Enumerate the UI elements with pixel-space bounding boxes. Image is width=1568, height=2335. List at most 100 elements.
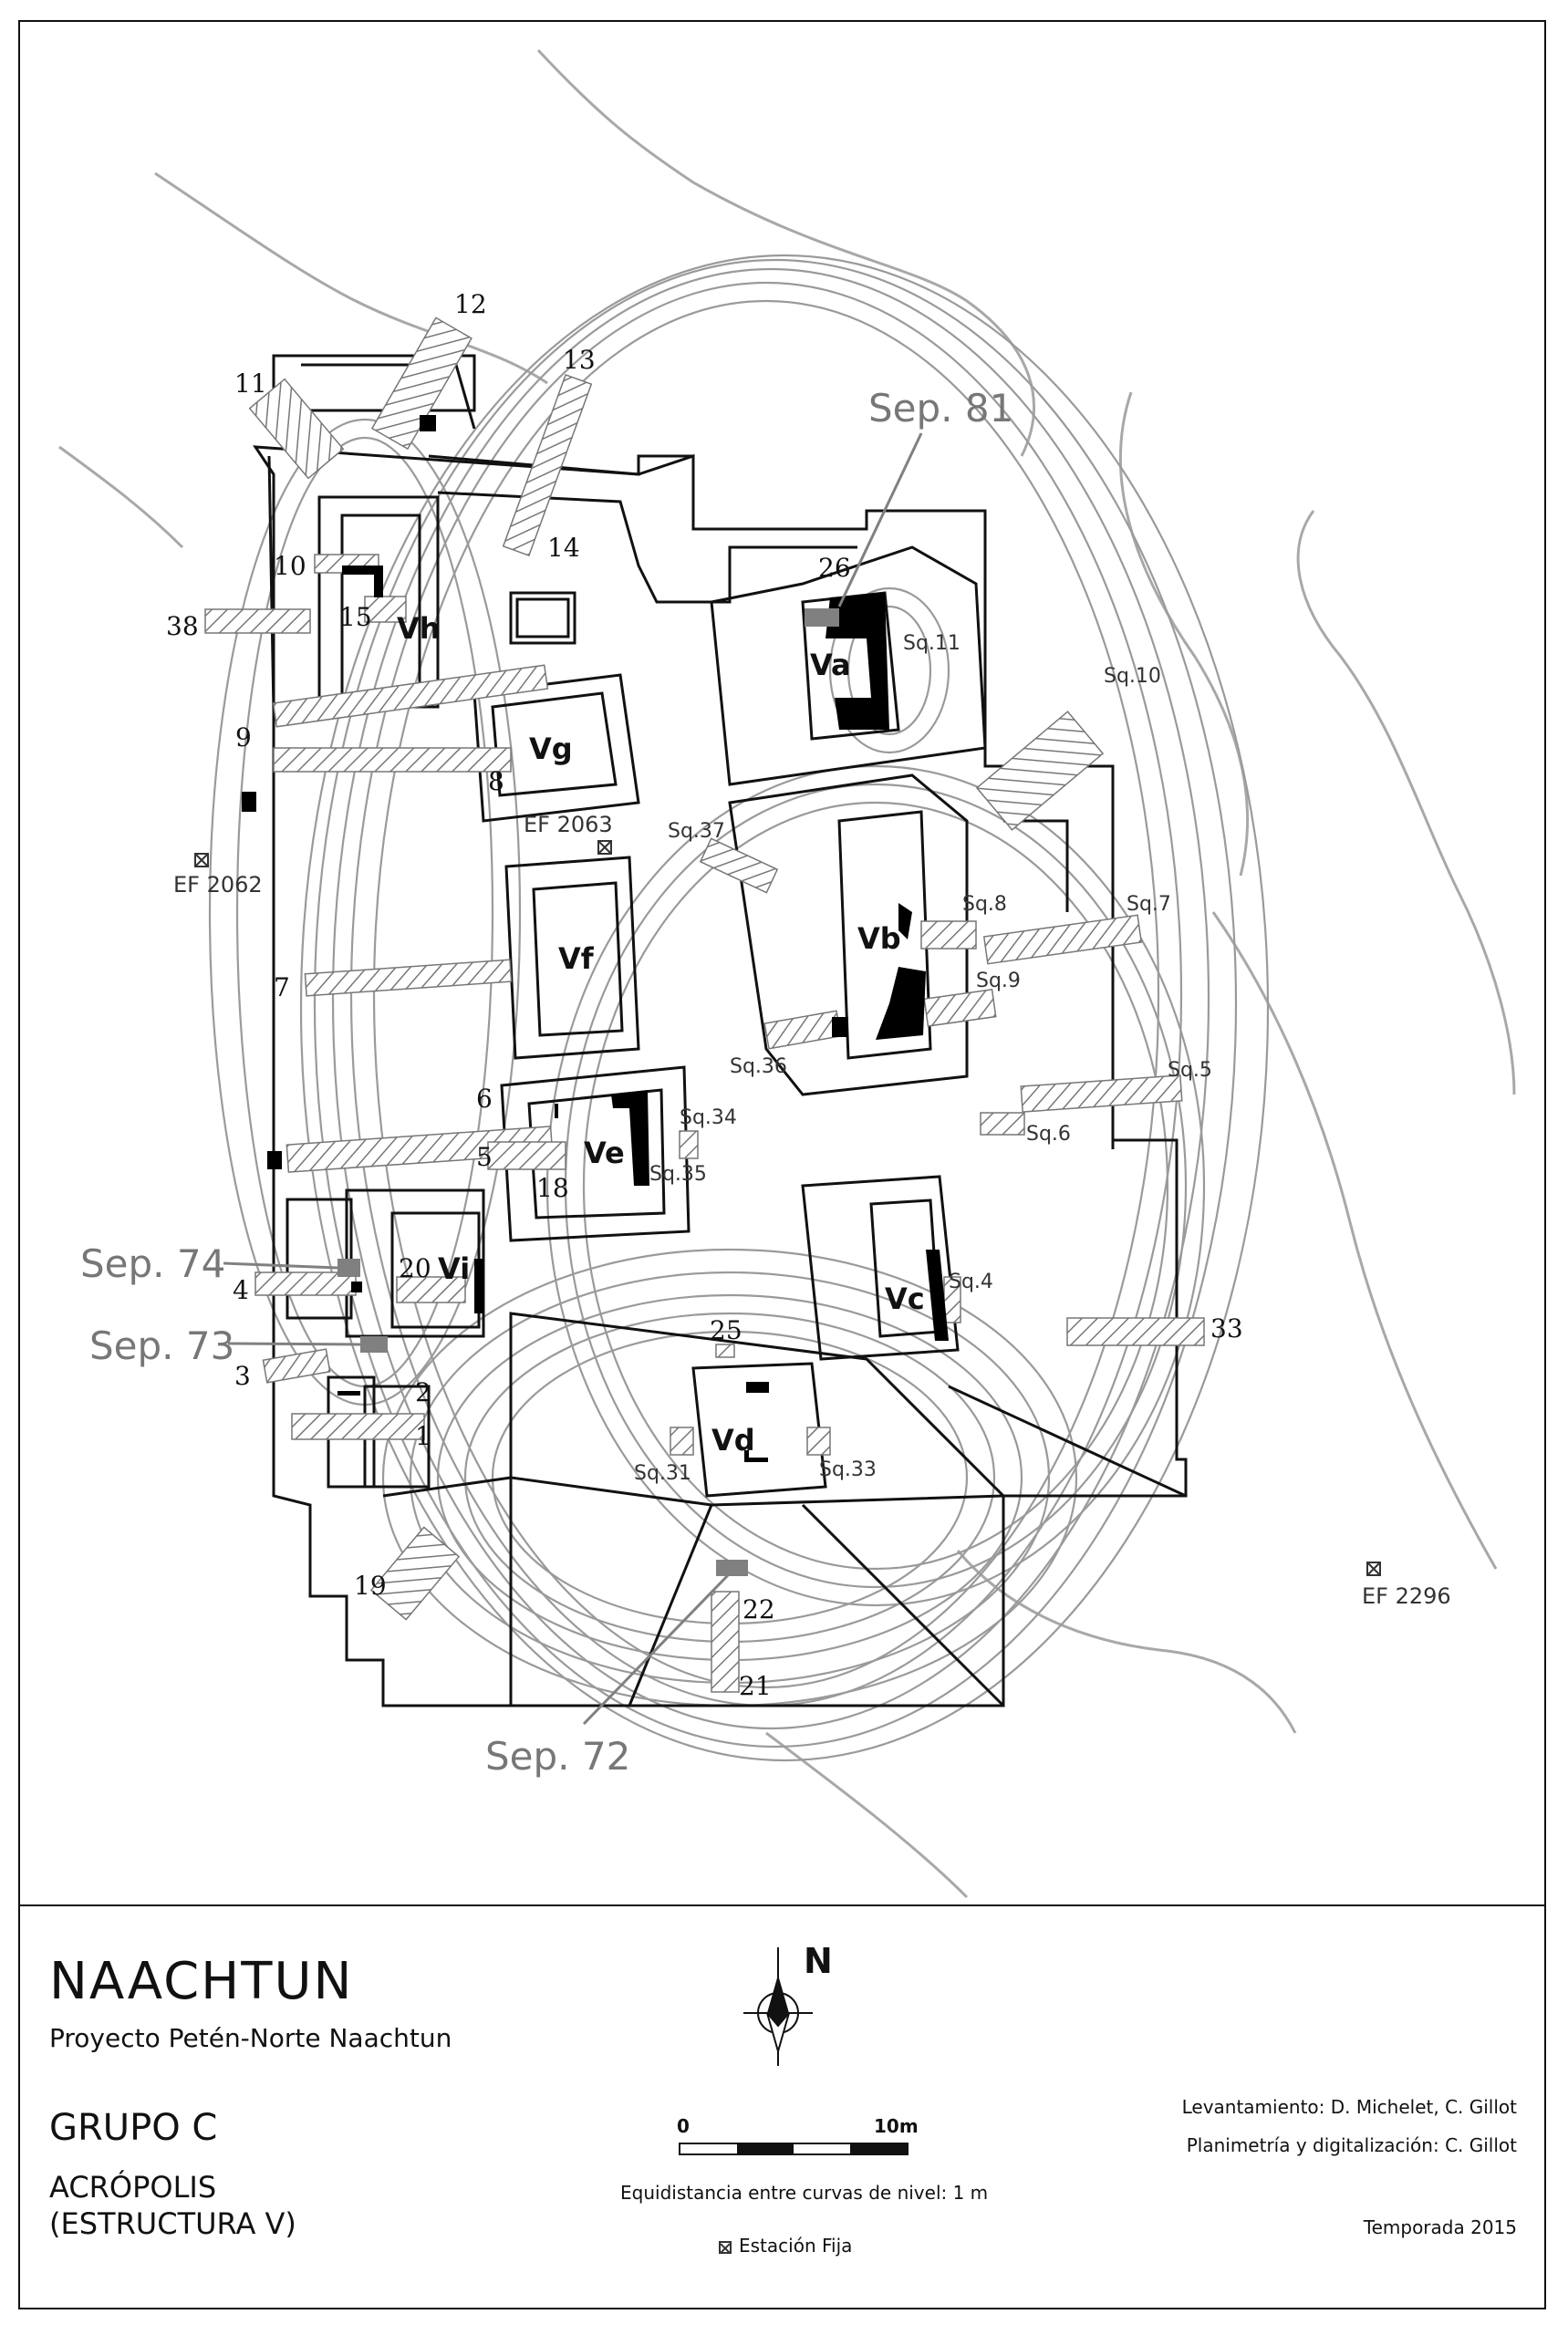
station-legend-label: Estación Fija <box>739 2235 853 2257</box>
station-label-ef2296: EF 2296 <box>1362 1583 1451 1609</box>
trench-6 <box>286 1126 554 1173</box>
group-title: GRUPO C <box>49 2107 218 2149</box>
trench-label-1: 1 <box>415 1421 431 1451</box>
structure-label-va: Va <box>810 648 851 682</box>
trench-9 <box>272 664 549 728</box>
sondeo-label-sq34: Sq.34 <box>680 1106 737 1129</box>
site-plan: Va Vb Vc Vd Ve Vf Vg Vh Vi Sep. 81 Sep. … <box>58 48 1516 1899</box>
trench-sq6 <box>980 1112 1025 1136</box>
trench-label-19: 19 <box>354 1571 387 1601</box>
map-frame <box>18 20 1546 2309</box>
trench-label-11: 11 <box>234 368 267 399</box>
sep-74-marker <box>337 1259 360 1277</box>
trench-label-20: 20 <box>399 1253 431 1283</box>
sondeo-label-sq4: Sq.4 <box>949 1271 993 1293</box>
station-ef2063-marker <box>597 840 612 855</box>
trench-label-6: 6 <box>476 1084 493 1114</box>
plan-credit: Planimetría y digitalización: C. Gillot <box>1186 2134 1517 2156</box>
trench-label-14: 14 <box>547 533 580 563</box>
trench-21 <box>711 1591 740 1693</box>
project-name: Proyecto Petén-Norte Naachtun <box>49 2023 452 2053</box>
structure-label-vi: Vi <box>438 1251 470 1286</box>
structure-label-vc: Vc <box>885 1282 925 1316</box>
scale-end: 10m <box>874 2115 919 2137</box>
trench-sq8 <box>920 920 977 950</box>
trench-label-12: 12 <box>454 289 487 319</box>
acropolis-platform <box>253 445 1188 1707</box>
sondeo-label-sq35: Sq.35 <box>649 1163 707 1186</box>
subtitle-line2: (ESTRUCTURA V) <box>49 2206 296 2241</box>
structure-subtitle: ACRÓPOLIS (ESTRUCTURA V) <box>49 2169 296 2242</box>
structure-label-ve: Ve <box>584 1136 625 1170</box>
trench-label-9: 9 <box>235 722 252 752</box>
sondeo-label-sq31: Sq.31 <box>634 1462 691 1485</box>
station-markers <box>194 840 1381 1576</box>
structure-label-vb: Vb <box>857 921 901 956</box>
trench-15 <box>364 596 407 623</box>
acropolis-contours <box>208 254 1270 1762</box>
burial-markers <box>337 608 839 1576</box>
structure-label-vg: Vg <box>529 732 573 766</box>
trench-20 <box>396 1276 466 1303</box>
station-label-ef2062: EF 2062 <box>173 872 263 898</box>
trench-7 <box>304 959 513 997</box>
site-title: NAACHTUN <box>49 1952 354 2011</box>
subtitle-line1: ACRÓPOLIS <box>49 2170 217 2205</box>
trench-sq10 <box>975 711 1105 831</box>
structure-label-vh: Vh <box>397 611 441 646</box>
station-symbol-icon <box>719 2241 732 2254</box>
trench-8 <box>273 747 512 773</box>
trench-sq34 <box>679 1130 699 1159</box>
trench-sq31 <box>670 1427 694 1456</box>
trench-label-18: 18 <box>536 1173 569 1203</box>
sep-81-marker <box>805 608 839 627</box>
trench-5 <box>487 1141 566 1170</box>
burial-leaders <box>223 432 923 1726</box>
station-ef2296-marker <box>1366 1562 1381 1576</box>
trench-label-21: 21 <box>739 1671 772 1701</box>
sondeo-label-sq37: Sq.37 <box>668 820 725 843</box>
season-credit: Temporada 2015 <box>1363 2216 1517 2238</box>
station-label-ef2063: EF 2063 <box>524 812 613 837</box>
trench-13 <box>502 373 593 557</box>
structure-label-vf: Vf <box>558 941 595 976</box>
sondeo-label-sq6: Sq.6 <box>1026 1123 1071 1146</box>
terrain-contours <box>58 48 1516 1899</box>
trenches <box>204 317 1205 1693</box>
trench-sq7 <box>982 914 1143 965</box>
structure-label-vd: Vd <box>711 1423 755 1458</box>
excavated-features <box>242 415 949 1462</box>
sondeo-label-sq10: Sq.10 <box>1104 665 1161 688</box>
contour-interval-note: Equidistancia entre curvas de nivel: 1 m <box>620 2182 989 2204</box>
burial-label-sep73: Sep. 73 <box>89 1323 234 1368</box>
scale-bar: 0 10m <box>677 2115 919 2155</box>
trench-label-7: 7 <box>274 972 290 1002</box>
trench-label-8: 8 <box>488 766 504 796</box>
north-arrow: N <box>743 1941 833 2066</box>
trench-1 <box>291 1413 425 1440</box>
trench-sq9 <box>923 989 997 1027</box>
scale-start: 0 <box>677 2115 690 2137</box>
trench-sq36 <box>763 1010 842 1050</box>
trench-12 <box>370 317 472 451</box>
trench-label-22: 22 <box>742 1594 775 1624</box>
trench-label-15: 15 <box>339 602 372 632</box>
sondeo-label-sq7: Sq.7 <box>1127 893 1171 916</box>
trench-label-38: 38 <box>166 611 199 641</box>
trench-19 <box>369 1526 461 1621</box>
trench-label-5: 5 <box>476 1142 493 1172</box>
trench-3 <box>262 1348 331 1384</box>
trench-sq5 <box>1020 1074 1183 1113</box>
trench-label-2: 2 <box>415 1377 431 1407</box>
trench-label-25: 25 <box>710 1315 742 1345</box>
sondeo-label-sq5: Sq.5 <box>1168 1059 1212 1082</box>
trench-label-13: 13 <box>563 345 596 375</box>
burial-label-sep72: Sep. 72 <box>485 1734 630 1779</box>
burial-label-sep74: Sep. 74 <box>80 1241 225 1286</box>
north-label: N <box>804 1941 833 1981</box>
trench-38 <box>204 608 311 634</box>
survey-credit: Levantamiento: D. Michelet, C. Gillot <box>1181 2096 1517 2118</box>
sondeo-label-sq33: Sq.33 <box>819 1458 877 1481</box>
legend-divider <box>18 1904 1546 1906</box>
burial-label-sep81: Sep. 81 <box>868 386 1013 431</box>
